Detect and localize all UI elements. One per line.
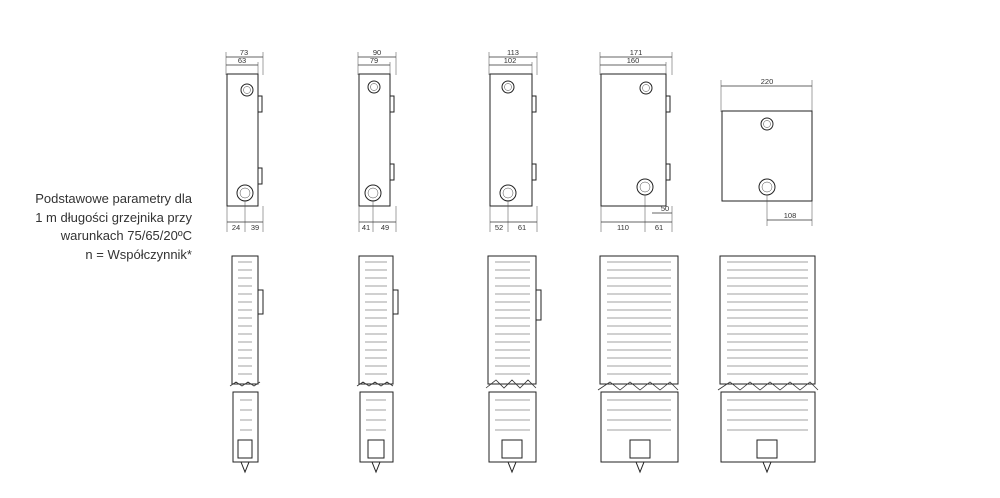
caption-text: Podstawowe parametry dla 1 m długości gr… bbox=[20, 190, 192, 264]
dim-outer-3: 113 bbox=[507, 48, 519, 57]
section-view-type-4 bbox=[597, 255, 679, 474]
dim-inner-2: 79 bbox=[370, 56, 378, 65]
dim-side-4: 50 bbox=[661, 204, 669, 213]
caption-line-2: 1 m długości grzejnika przy bbox=[35, 209, 192, 225]
dim-bottom-right-1: 39 bbox=[251, 223, 259, 232]
dim-bottom-left-3: 52 bbox=[495, 223, 503, 232]
dim-outer-2: 90 bbox=[373, 48, 381, 57]
top-view-type-5: 220 108 bbox=[720, 77, 813, 226]
dim-bottom-left-1: 24 bbox=[232, 223, 240, 232]
caption-line-4: n = Współczynnik* bbox=[85, 246, 192, 262]
radiator-type-4: 171 160 50 110 61 bbox=[597, 48, 679, 474]
dim-outer-4: 171 bbox=[630, 48, 643, 57]
dim-bottom-left-2: 41 bbox=[362, 223, 370, 232]
top-view-type-2: 90 79 41 49 bbox=[357, 48, 397, 232]
dim-bottom-right-5: 108 bbox=[784, 211, 797, 220]
dim-outer-5: 220 bbox=[761, 77, 774, 86]
dim-outer-1: 73 bbox=[240, 48, 248, 57]
top-view-type-4: 171 160 50 110 61 bbox=[599, 48, 673, 232]
radiator-type-5: 220 108 bbox=[717, 77, 819, 474]
radiator-type-1: 73 63 24 39 bbox=[225, 48, 264, 474]
caption-line-3: warunkach 75/65/20ºC bbox=[60, 228, 192, 243]
dim-bottom-right-4: 61 bbox=[655, 223, 663, 232]
section-view-type-5 bbox=[717, 255, 819, 474]
top-view-type-3: 113 102 52 61 bbox=[488, 48, 538, 232]
dim-bottom-right-2: 49 bbox=[381, 223, 389, 232]
section-view-type-2 bbox=[356, 255, 399, 474]
dim-bottom-left-4: 110 bbox=[617, 223, 629, 232]
radiator-type-3: 113 102 52 61 bbox=[485, 48, 542, 474]
dim-inner-1: 63 bbox=[238, 56, 246, 65]
dim-inner-3: 102 bbox=[504, 56, 517, 65]
dim-bottom-right-3: 61 bbox=[518, 223, 526, 232]
dim-inner-4: 160 bbox=[627, 56, 640, 65]
section-view-type-3 bbox=[485, 255, 542, 474]
section-view-type-1 bbox=[229, 255, 264, 474]
caption-line-1: Podstawowe parametry dla bbox=[35, 191, 192, 206]
top-view-type-1: 73 63 24 39 bbox=[225, 48, 264, 232]
radiator-type-2: 90 79 41 49 bbox=[356, 48, 399, 474]
